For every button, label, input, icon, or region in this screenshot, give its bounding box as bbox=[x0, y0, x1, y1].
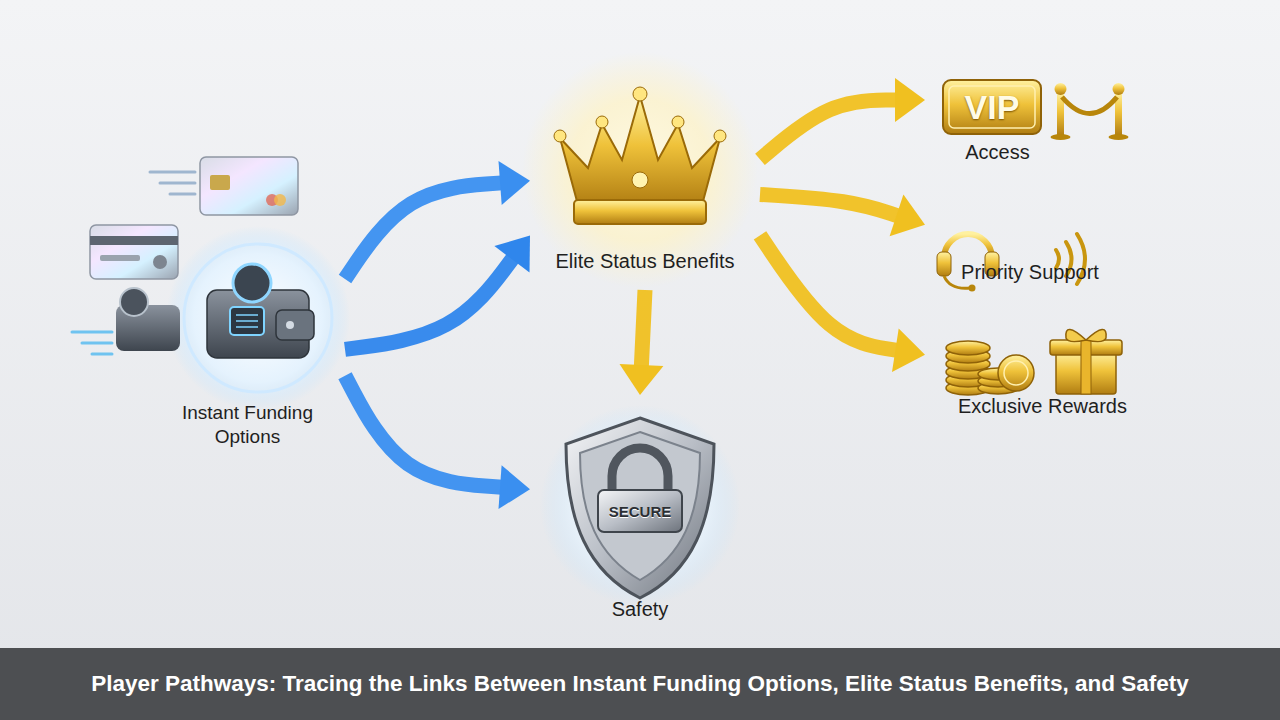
coin bbox=[998, 355, 1034, 391]
crown-jewel bbox=[633, 87, 647, 101]
arrow-shaft bbox=[345, 258, 513, 350]
headset-mic-tip bbox=[969, 285, 976, 292]
node-label: Priority Support bbox=[961, 259, 1099, 285]
speed-line bbox=[72, 331, 112, 334]
flow-arrow bbox=[345, 235, 530, 349]
glow bbox=[540, 405, 740, 605]
funding-node: Instant Funding Options bbox=[150, 235, 345, 455]
access-illustration bbox=[943, 80, 1129, 140]
coin bbox=[120, 288, 148, 316]
speed-line bbox=[150, 171, 195, 174]
lock-body bbox=[598, 490, 682, 532]
crown-illustration bbox=[522, 52, 758, 288]
card-logo bbox=[274, 194, 286, 206]
glow bbox=[166, 226, 350, 410]
shield-inner bbox=[580, 432, 700, 580]
crown-jewel bbox=[714, 130, 726, 142]
glow bbox=[522, 52, 758, 288]
circuit-lines bbox=[236, 315, 258, 327]
headset-earcup bbox=[937, 252, 951, 276]
arrow-shaft bbox=[345, 183, 502, 279]
title-bar: Player Pathways: Tracing the Links Betwe… bbox=[0, 648, 1280, 720]
speed-line bbox=[82, 342, 112, 345]
circuit-chip bbox=[230, 307, 264, 335]
arrow-head bbox=[499, 161, 531, 205]
node-label: Access bbox=[965, 139, 1029, 165]
speed-line bbox=[170, 193, 195, 196]
diagram-title: Player Pathways: Tracing the Links Betwe… bbox=[91, 671, 1189, 697]
arrow-shaft bbox=[760, 235, 897, 350]
speed-lines bbox=[72, 172, 195, 354]
flow-arrow bbox=[760, 194, 925, 236]
flow-arrow bbox=[345, 376, 530, 509]
credit-card bbox=[200, 157, 298, 215]
wallet-clasp bbox=[286, 321, 294, 329]
speed-line bbox=[160, 182, 195, 185]
vip-badge-text: VIP bbox=[965, 88, 1020, 127]
arrow-shaft bbox=[760, 194, 898, 216]
vip-badge-border bbox=[949, 86, 1035, 128]
benefit-node: Exclusive Rewards bbox=[925, 330, 1160, 425]
node-label: Exclusive Rewards bbox=[958, 393, 1127, 419]
card-stripe bbox=[90, 236, 178, 245]
gift-bow bbox=[1066, 329, 1106, 341]
node-label: Elite Status Benefits bbox=[556, 248, 735, 274]
arrow-head bbox=[895, 78, 925, 122]
arrow-head bbox=[890, 195, 925, 237]
coin bbox=[946, 341, 990, 355]
lock-shackle bbox=[612, 448, 668, 492]
velvet-rope bbox=[1062, 97, 1117, 114]
flow-arrow bbox=[345, 161, 530, 279]
status-node: Elite Status Benefits bbox=[530, 95, 760, 290]
funding-illustration bbox=[72, 157, 350, 410]
lock-text: SECURE bbox=[609, 503, 672, 520]
vip-badge bbox=[943, 80, 1041, 134]
benefit-node: Priority Support bbox=[925, 205, 1135, 295]
arrow-shaft bbox=[345, 376, 502, 488]
coin bbox=[233, 264, 271, 302]
arrow-head bbox=[499, 465, 531, 509]
card-logo bbox=[153, 255, 167, 269]
arrow-shaft bbox=[641, 290, 645, 367]
shield bbox=[566, 418, 714, 598]
crown-jewel bbox=[672, 116, 684, 128]
flow-arrow bbox=[760, 235, 925, 372]
arrow-head bbox=[892, 328, 925, 372]
coin-stack bbox=[946, 341, 1034, 395]
stanchion-top bbox=[1113, 83, 1125, 95]
crown-gem bbox=[632, 172, 648, 188]
flow-arrow bbox=[620, 290, 664, 395]
flow-arrow bbox=[760, 78, 925, 159]
shield-illustration bbox=[540, 405, 740, 605]
arrow-head bbox=[494, 235, 530, 272]
stanchion-base bbox=[1051, 134, 1071, 140]
node-label: Instant Funding Options bbox=[160, 401, 335, 450]
headset-band bbox=[944, 234, 992, 258]
glow-ring bbox=[184, 244, 332, 392]
coin-rim bbox=[1004, 361, 1028, 385]
card-chip bbox=[210, 175, 230, 190]
crown-band bbox=[574, 200, 706, 224]
crown-jewel bbox=[554, 130, 566, 142]
crown bbox=[560, 96, 720, 205]
wallet-flap bbox=[276, 310, 314, 340]
stanchion-top bbox=[1055, 83, 1067, 95]
stanchion-base bbox=[1109, 134, 1129, 140]
crown-jewel bbox=[596, 116, 608, 128]
gift-ribbon bbox=[1081, 340, 1091, 394]
credit-card bbox=[90, 225, 178, 279]
speed-line bbox=[92, 353, 112, 356]
card-detail bbox=[100, 255, 140, 261]
arrow-head bbox=[620, 364, 664, 395]
arrow-shaft bbox=[760, 100, 897, 159]
rewards-illustration bbox=[946, 329, 1122, 395]
node-label: Safety bbox=[612, 596, 669, 622]
